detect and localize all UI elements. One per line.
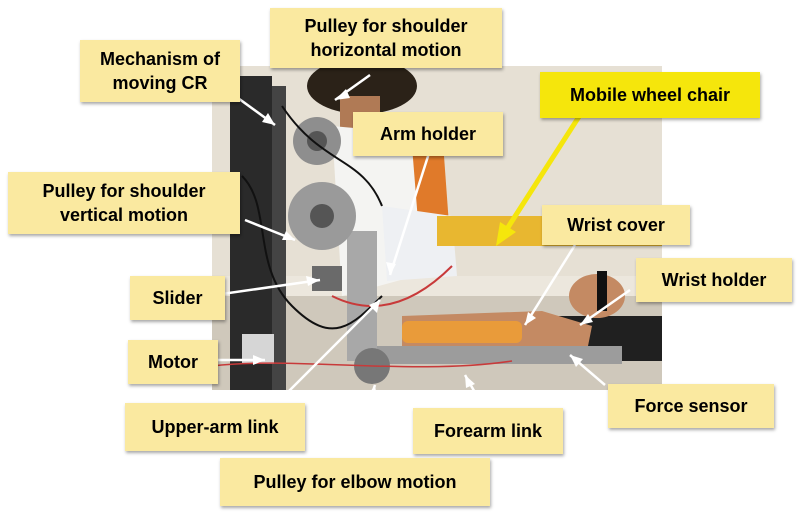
label-motor: Motor: [128, 340, 218, 384]
label-pulley-shoulder-vertical: Pulley for shoulder vertical motion: [8, 172, 240, 234]
label-mobile-wheel-chair: Mobile wheel chair: [540, 72, 760, 118]
label-forearm-link: Forearm link: [413, 408, 563, 454]
label-wrist-holder: Wrist holder: [636, 258, 792, 302]
label-upper-arm-link: Upper-arm link: [125, 403, 305, 451]
label-pulley-elbow: Pulley for elbow motion: [220, 458, 490, 506]
label-mechanism-moving-cr: Mechanism of moving CR: [80, 40, 240, 102]
label-pulley-shoulder-horizontal: Pulley for shoulder horizontal motion: [270, 8, 502, 68]
label-wrist-cover: Wrist cover: [542, 205, 690, 245]
label-slider: Slider: [130, 276, 225, 320]
label-arm-holder: Arm holder: [353, 112, 503, 156]
label-force-sensor: Force sensor: [608, 384, 774, 428]
